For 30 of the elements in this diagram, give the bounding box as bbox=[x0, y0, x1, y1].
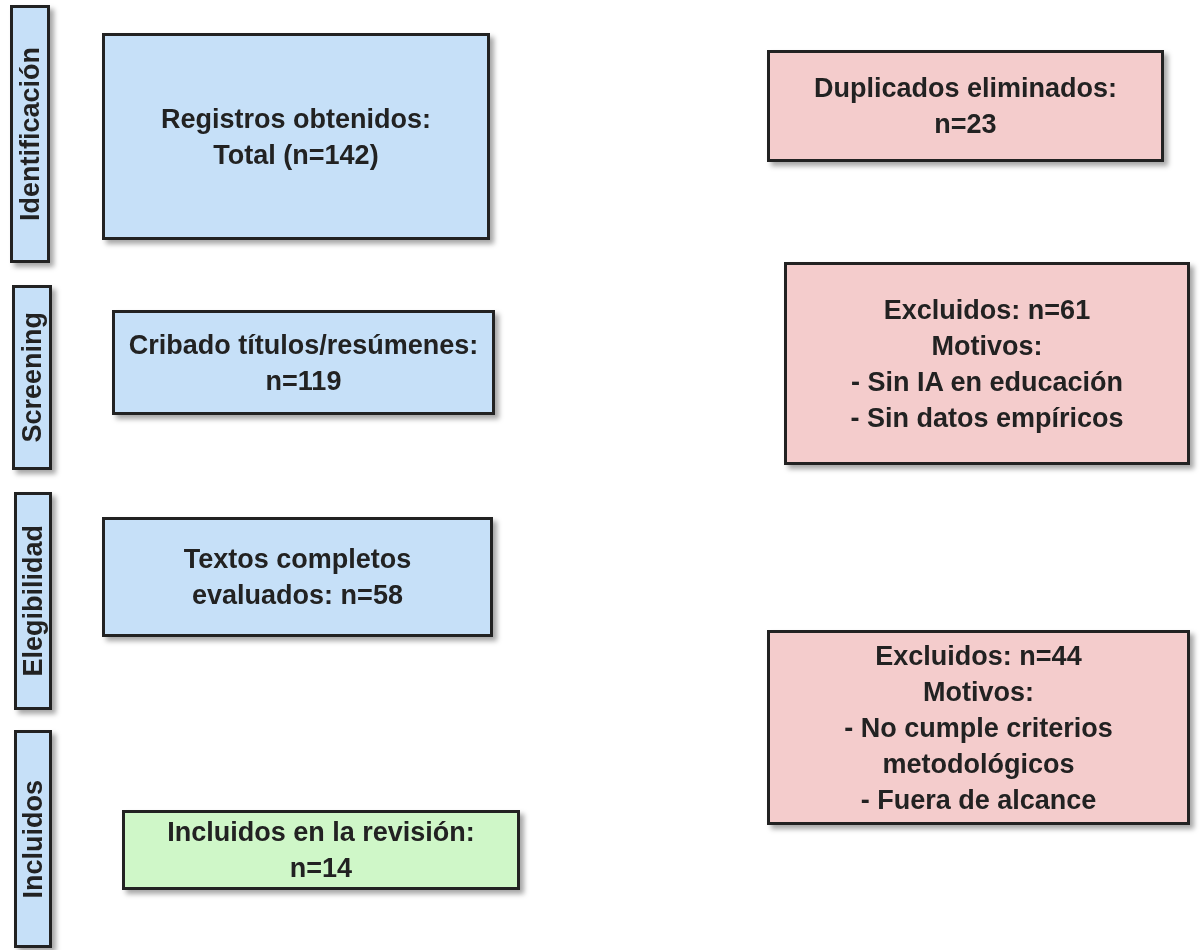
box-text: Motivos: bbox=[923, 675, 1034, 709]
process-box bbox=[767, 50, 1164, 162]
box-text: - No cumple criterios metodológicos bbox=[843, 711, 1114, 781]
stage-label-box bbox=[12, 285, 52, 470]
box-text: Duplicados eliminados: n=23 bbox=[812, 72, 1119, 141]
stage-label: Identificación bbox=[15, 47, 45, 221]
process-box bbox=[102, 33, 490, 240]
box-text: Registros obtenidos: bbox=[161, 102, 431, 136]
box-text: Incluidos en la revisión: bbox=[167, 816, 475, 849]
process-box bbox=[767, 630, 1190, 825]
box-text: - Fuera de alcance bbox=[860, 783, 1097, 817]
stage-label: Elegibilidad bbox=[18, 525, 48, 677]
stage-label-box bbox=[14, 492, 52, 710]
box-text: Total (n=142) bbox=[213, 138, 379, 172]
process-box bbox=[122, 810, 520, 890]
box-text: Cribado títulos/resúmenes: n=119 bbox=[127, 328, 480, 398]
stage-label-box bbox=[14, 730, 52, 948]
box-text: n=14 bbox=[289, 852, 353, 885]
box-text: Textos completos evaluados: n=58 bbox=[182, 543, 413, 612]
box-text: Excluidos: n=61 bbox=[883, 293, 1091, 327]
box-text: Motivos: bbox=[931, 329, 1043, 363]
stage-label: Screening bbox=[17, 312, 47, 443]
box-text: - Sin IA en educación bbox=[850, 365, 1123, 399]
process-box bbox=[784, 262, 1190, 465]
process-box bbox=[102, 517, 493, 637]
box-text: Excluidos: n=44 bbox=[875, 639, 1082, 673]
stage-label-box bbox=[10, 5, 50, 263]
process-box bbox=[112, 310, 495, 415]
stage-label: Incluidos bbox=[18, 779, 48, 899]
box-text: - Sin datos empíricos bbox=[850, 401, 1124, 435]
